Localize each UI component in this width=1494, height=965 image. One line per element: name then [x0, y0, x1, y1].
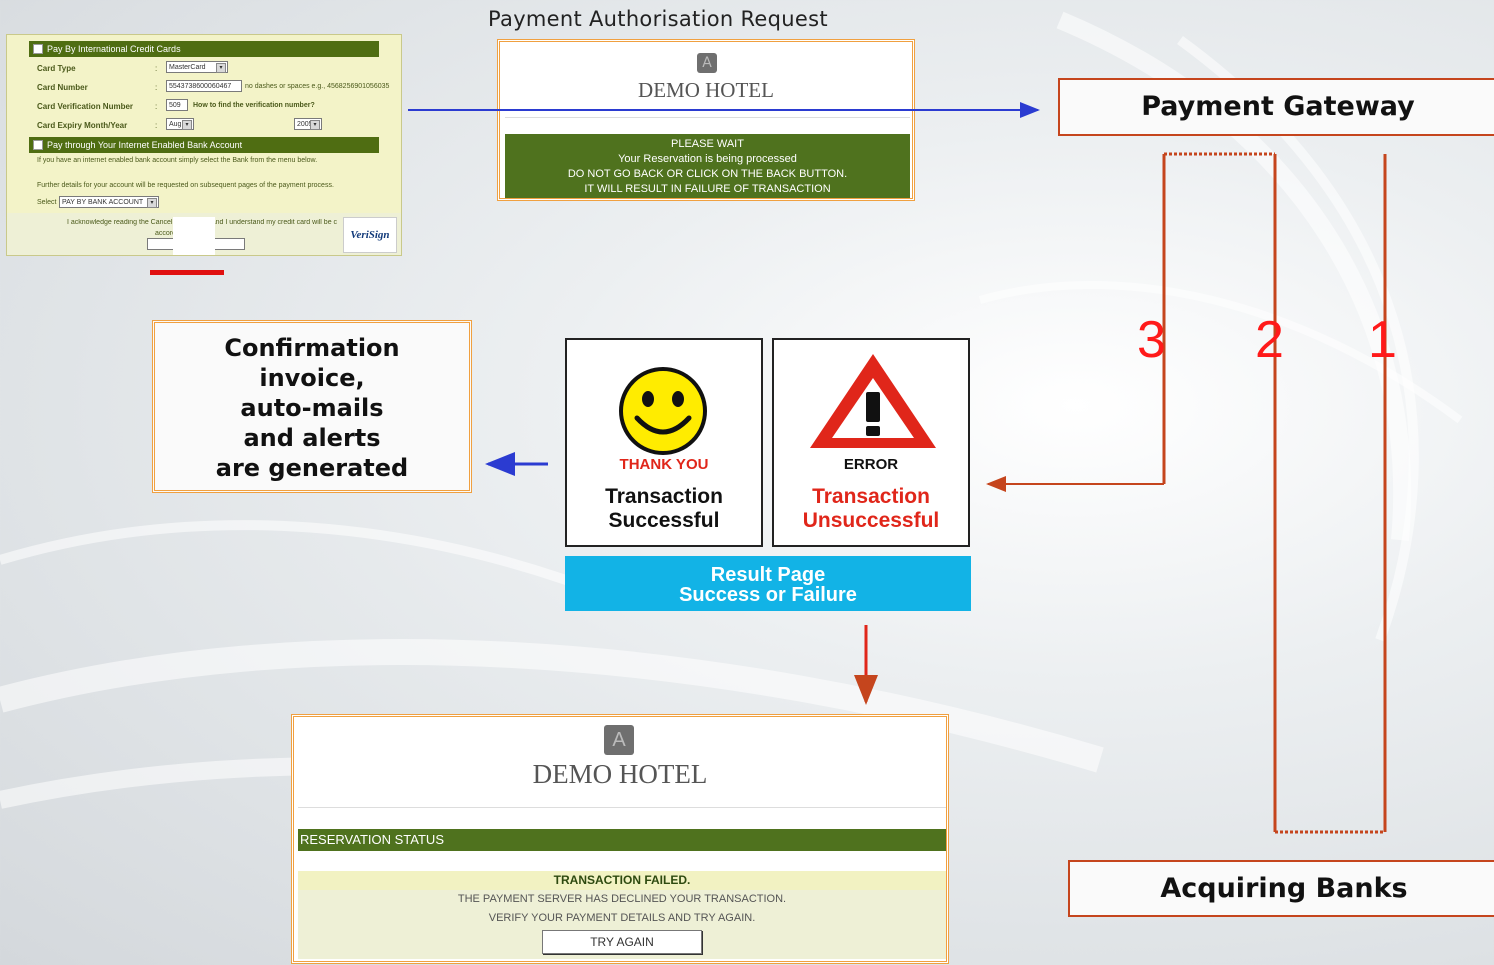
auth-request-title: Payment Authorisation Request	[488, 7, 828, 31]
hotel-logo-icon: A	[697, 53, 717, 73]
confirmation-line: auto-mails	[240, 394, 384, 422]
dropdown-arrow-icon: ▾	[182, 120, 192, 130]
error-label: ERROR	[843, 456, 899, 473]
dropdown-arrow-icon: ▾	[147, 198, 157, 208]
bank-select[interactable]: PAY BY BANK ACCOUNT▾	[59, 196, 159, 208]
dropdown-arrow-icon: ▾	[216, 63, 226, 73]
card-number-hint: no dashes or spaces e.g., 45682569010560…	[245, 83, 390, 90]
result-line: Success or Failure	[679, 584, 857, 606]
card-type-select[interactable]: MasterCard▾	[166, 61, 228, 73]
confirmation-line: are generated	[215, 454, 409, 482]
expiry-label: Card Expiry Month/Year	[37, 121, 128, 130]
divider	[298, 807, 946, 808]
thank-you-label: THANK YOU	[619, 456, 709, 473]
confirmation-line: and alerts	[243, 424, 381, 452]
please-wait-line: PLEASE WAIT	[671, 138, 744, 150]
transaction-unsuccessful-label: Transaction Unsuccessful	[774, 485, 968, 533]
credit-section-title: Pay By International Credit Cards	[47, 44, 181, 54]
status-hotel-name: DEMO HOTEL	[532, 759, 708, 789]
card-number-input[interactable]: 5543738600060467	[166, 80, 242, 92]
hotel-logo-icon: A	[604, 725, 634, 755]
result-page-bar: Result Page Success or Failure	[565, 556, 971, 611]
success-line: Transaction	[605, 485, 723, 508]
form-footer: I acknowledge reading the Cancellation P…	[7, 213, 401, 255]
step-3-number: 3	[1137, 311, 1166, 369]
reservation-status-bar: RESERVATION STATUS	[298, 829, 946, 851]
error-line: Transaction	[812, 485, 930, 508]
bank-section-header: Pay through Your Internet Enabled Bank A…	[29, 137, 379, 153]
cvv-help-link[interactable]: How to find the verification number?	[193, 102, 315, 109]
transaction-successful-label: Transaction Successful	[567, 485, 761, 533]
error-card: ERROR Transaction Unsuccessful	[772, 338, 970, 547]
expiry-year-select[interactable]: 2005▾	[294, 118, 322, 130]
credit-card-section-header: Pay By International Credit Cards	[29, 41, 379, 57]
bank-radio[interactable]	[33, 140, 43, 150]
select-label: Select :	[37, 199, 61, 206]
payment-gateway-box: Payment Gateway	[1058, 78, 1494, 136]
back-warning-line: DO NOT GO BACK OR CLICK ON THE BACK BUTT…	[567, 168, 848, 180]
verify-text: VERIFY YOUR PAYMENT DETAILS AND TRY AGAI…	[488, 912, 756, 924]
dropdown-arrow-icon: ▾	[310, 120, 320, 130]
reservation-status-panel: A DEMO HOTEL RESERVATION STATUS TRANSACT…	[291, 714, 949, 964]
result-line: Result Page	[710, 564, 826, 586]
bank-note: If you have an internet enabled bank acc…	[37, 157, 318, 164]
card-type-label: Card Type	[37, 64, 76, 73]
cvv-label: Card Verification Number	[37, 102, 134, 111]
processing-line: Your Reservation is being processed	[618, 153, 797, 165]
try-again-button[interactable]: TRY AGAIN	[542, 930, 702, 954]
transaction-failed-text: TRANSACTION FAILED.	[298, 871, 946, 890]
card-number-label: Card Number	[37, 83, 88, 92]
bank-further-note: Further details for your account will be…	[37, 182, 334, 189]
payment-form-screenshot: Pay By International Credit Cards Card T…	[6, 34, 402, 256]
divider	[505, 117, 910, 118]
smiley-icon	[619, 367, 707, 455]
credit-radio[interactable]	[33, 44, 43, 54]
error-line: Unsuccessful	[802, 509, 940, 532]
bank-section-title: Pay through Your Internet Enabled Bank A…	[47, 140, 243, 150]
cvv-input[interactable]: 509	[166, 99, 188, 111]
cursor-highlight	[173, 217, 215, 255]
auth-request-panel: A DEMO HOTEL PLEASE WAIT Your Reservatio…	[497, 39, 915, 201]
step-1-number: 1	[1368, 311, 1397, 369]
failure-warning-line: IT WILL RESULT IN FAILURE OF TRANSACTION	[584, 183, 831, 195]
click-underline	[150, 270, 224, 275]
confirmation-line: Confirmation	[224, 334, 400, 362]
auth-hotel-name: DEMO HOTEL	[638, 78, 774, 102]
acquiring-banks-box: Acquiring Banks	[1068, 860, 1494, 917]
status-message: TRANSACTION FAILED. THE PAYMENT SERVER H…	[298, 871, 946, 959]
confirmation-line: invoice,	[259, 364, 365, 392]
success-card: THANK YOU Transaction Successful	[565, 338, 763, 547]
expiry-month-select[interactable]: Aug▾	[166, 118, 194, 130]
declined-text: THE PAYMENT SERVER HAS DECLINED YOUR TRA…	[457, 893, 787, 905]
warning-triangle-icon	[810, 354, 936, 448]
success-line: Successful	[608, 509, 720, 532]
verisign-logo: VeriSign	[343, 217, 397, 253]
please-wait-message: PLEASE WAIT Your Reservation is being pr…	[505, 134, 910, 198]
confirmation-box: Confirmation invoice, auto-mails and ale…	[152, 320, 472, 493]
step-2-number: 2	[1255, 311, 1284, 369]
